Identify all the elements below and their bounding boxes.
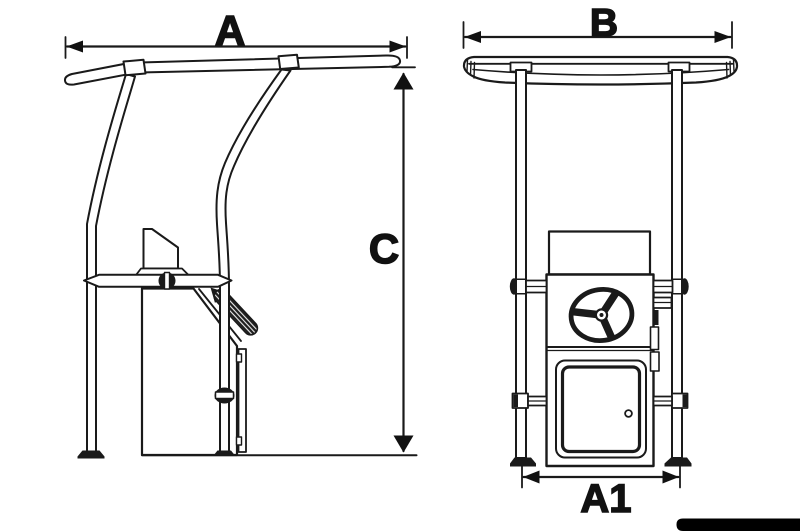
arrowhead-right [662, 470, 679, 484]
front-leg [86, 73, 136, 453]
canopy-stitching [466, 58, 735, 79]
canopy-main-tube [139, 54, 402, 74]
dim-label-b: B [590, 2, 618, 45]
dimension-b: B [462, 1, 733, 49]
console-front [545, 230, 673, 468]
canopy-front [462, 55, 739, 86]
windshield-front [547, 230, 652, 276]
door-hinge-bottom [235, 436, 243, 446]
arrowhead-up [393, 72, 414, 90]
dimension-c: C [368, 66, 416, 453]
door-hinge-top [235, 353, 243, 363]
crossbar-front [525, 279, 674, 294]
canopy-front-tube [63, 62, 133, 86]
arrowhead-left [66, 40, 83, 53]
dim-label-a: A [215, 7, 245, 54]
rear-leg [215, 68, 292, 453]
arrowhead-left [464, 31, 481, 43]
door-knob [624, 409, 633, 418]
dimension-a: A [64, 6, 408, 59]
canopy-side [63, 53, 402, 86]
tube-connector-front [122, 58, 147, 77]
rear-foot [213, 450, 235, 456]
dim-label-a1: A1 [580, 477, 631, 521]
tube-clamp-right [652, 392, 689, 409]
door-side-panel [237, 348, 247, 453]
foot-right [664, 457, 692, 467]
arrowhead-right [389, 40, 406, 53]
windshield-side [133, 228, 192, 278]
watermark-bar [676, 518, 800, 531]
arrowhead-right [714, 31, 731, 43]
dim-label-c: C [369, 225, 399, 272]
throttle-bracket [649, 296, 673, 372]
arrowhead-left [523, 470, 540, 484]
tube-clamp-left [511, 392, 548, 409]
access-door [555, 359, 647, 459]
front-view: B A1 [462, 1, 739, 522]
foot-left [510, 457, 536, 467]
arrowhead-down [393, 435, 414, 453]
crossbar-side [83, 271, 233, 290]
steering-wheel [568, 286, 635, 344]
dimension-a1: A1 [521, 460, 681, 522]
front-foot [77, 450, 105, 459]
console-side [140, 275, 247, 457]
side-view: A C [63, 6, 418, 459]
tube-connector-rear [277, 53, 300, 70]
leg-clamp-side [214, 387, 235, 404]
